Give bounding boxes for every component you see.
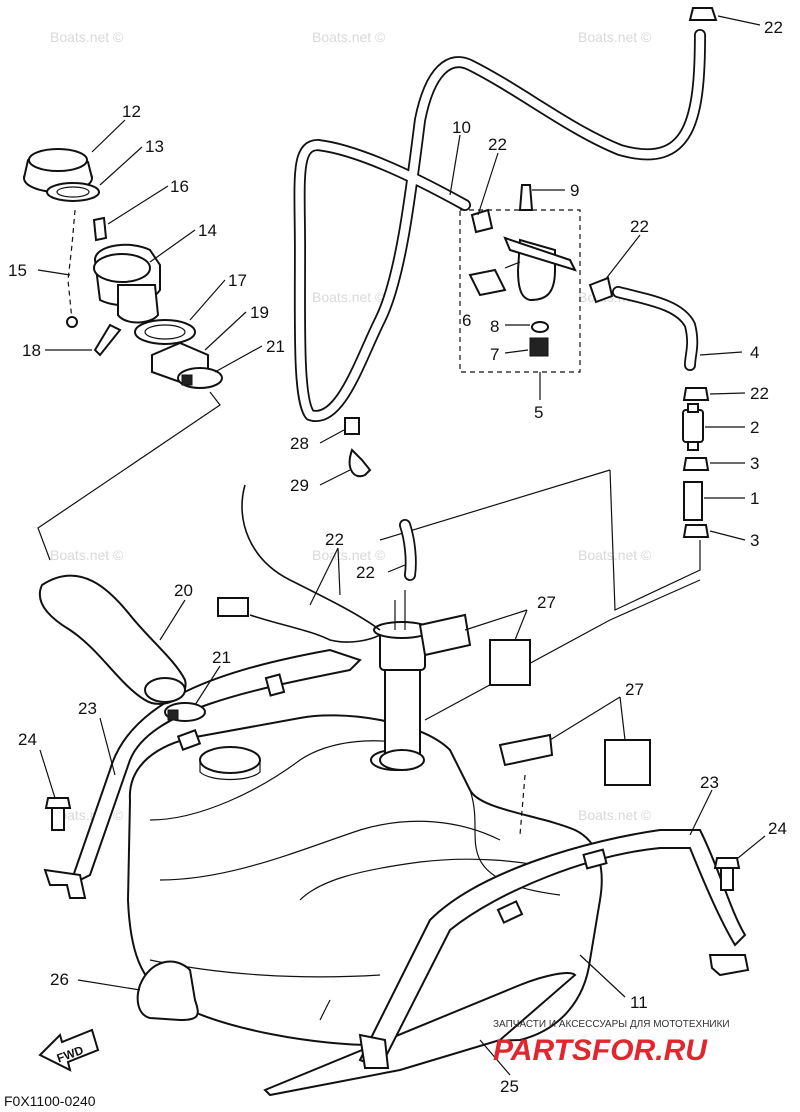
callout-3: 3 — [750, 531, 759, 550]
callout-11: 11 — [630, 993, 648, 1012]
clamp-22-top — [688, 7, 718, 21]
watermark: Boats.net © — [50, 547, 124, 563]
gasket-17 — [134, 319, 196, 345]
pad-27b — [489, 639, 531, 686]
watermark: Boats.net © — [312, 29, 386, 45]
tank-plate — [263, 972, 577, 1097]
watermark: Boats.net © — [312, 547, 386, 563]
leader-line — [519, 774, 526, 836]
callout-24: 24 — [18, 730, 37, 749]
callout-2: 2 — [750, 418, 759, 437]
callout-27: 27 — [537, 593, 556, 612]
callout-4: 4 — [750, 343, 759, 362]
pad-27a — [418, 613, 472, 657]
watermark: Boats.net © — [578, 547, 652, 563]
callout-13: 13 — [145, 137, 164, 156]
connector — [217, 597, 249, 617]
callout-21: 21 — [266, 337, 285, 356]
check-valve-2 — [682, 403, 704, 451]
leader-line — [37, 391, 221, 561]
callout-18: 18 — [22, 341, 41, 360]
callout-3: 3 — [750, 454, 759, 473]
callout-leaders — [37, 15, 766, 1076]
leader-line — [379, 469, 611, 541]
callout-12: 12 — [122, 102, 141, 121]
callout-19: 19 — [250, 303, 269, 322]
callout-labels: 22 12 13 16 14 15 17 19 18 21 10 22 9 22… — [8, 18, 787, 1096]
watermark: Boats.net © — [50, 29, 124, 45]
callout-7: 7 — [490, 345, 499, 364]
callout-26: 26 — [50, 970, 69, 989]
callout-23: 23 — [700, 773, 719, 792]
bolt-left — [44, 797, 72, 831]
callout-25: 25 — [500, 1077, 519, 1096]
hose-1 — [683, 481, 703, 521]
leader-line — [424, 579, 701, 721]
callout-20: 20 — [174, 581, 193, 600]
vent-hose-10 — [293, 29, 706, 422]
callout-27: 27 — [625, 680, 644, 699]
callout-6: 6 — [462, 311, 471, 330]
callout-22: 22 — [764, 18, 783, 37]
drawing-code: F0X1100-0240 — [4, 1093, 96, 1109]
callout-21: 21 — [212, 648, 231, 667]
callout-15: 15 — [8, 261, 27, 280]
fuel-filter-assembly — [459, 184, 614, 373]
callout-22: 22 — [750, 384, 769, 403]
band-29 — [348, 448, 372, 478]
callout-28: 28 — [290, 434, 309, 453]
callout-14: 14 — [198, 221, 217, 240]
pad-27c — [498, 733, 554, 767]
pad-27d — [604, 739, 651, 786]
callout-22: 22 — [325, 530, 344, 549]
fuel-tank — [126, 714, 603, 1047]
callout-24: 24 — [768, 819, 787, 838]
callout-22: 22 — [630, 217, 649, 236]
tank-mat — [136, 960, 199, 1022]
callout-16: 16 — [170, 177, 189, 196]
clamp-3a — [682, 457, 710, 471]
callout-17: 17 — [228, 271, 247, 290]
callout-1: 1 — [750, 489, 759, 508]
callout-22: 22 — [356, 563, 375, 582]
wiring-harness — [241, 484, 381, 631]
leader-line — [609, 469, 701, 611]
footer-tagline: ЗАПЧАСТИ И АКСЕССУАРЫ ДЛЯ МОТОТЕХНИКИ — [493, 1019, 730, 1030]
callout-29: 29 — [290, 476, 309, 495]
callout-22: 22 — [488, 135, 507, 154]
tank-strap-left — [43, 648, 362, 899]
callout-9: 9 — [570, 181, 579, 200]
watermark: Boats.net © — [578, 29, 652, 45]
callout-5: 5 — [534, 403, 543, 422]
clamp-22d — [682, 387, 710, 401]
tank-strap-right — [358, 829, 750, 1070]
clip-28 — [344, 417, 360, 435]
wiring-harness — [249, 614, 381, 643]
clamp-3b — [682, 524, 710, 538]
bolt-right — [713, 857, 741, 891]
watermark: Boats.net © — [578, 807, 652, 823]
watermark: Boats.net © — [312, 289, 386, 305]
callout-8: 8 — [490, 317, 499, 336]
fwd-arrow-icon: FWD — [38, 1028, 100, 1072]
callout-23: 23 — [78, 699, 97, 718]
filler-cap-assembly — [23, 148, 161, 357]
callout-10: 10 — [452, 118, 471, 137]
footer-brand: PARTSFOR.RU — [493, 1034, 708, 1067]
